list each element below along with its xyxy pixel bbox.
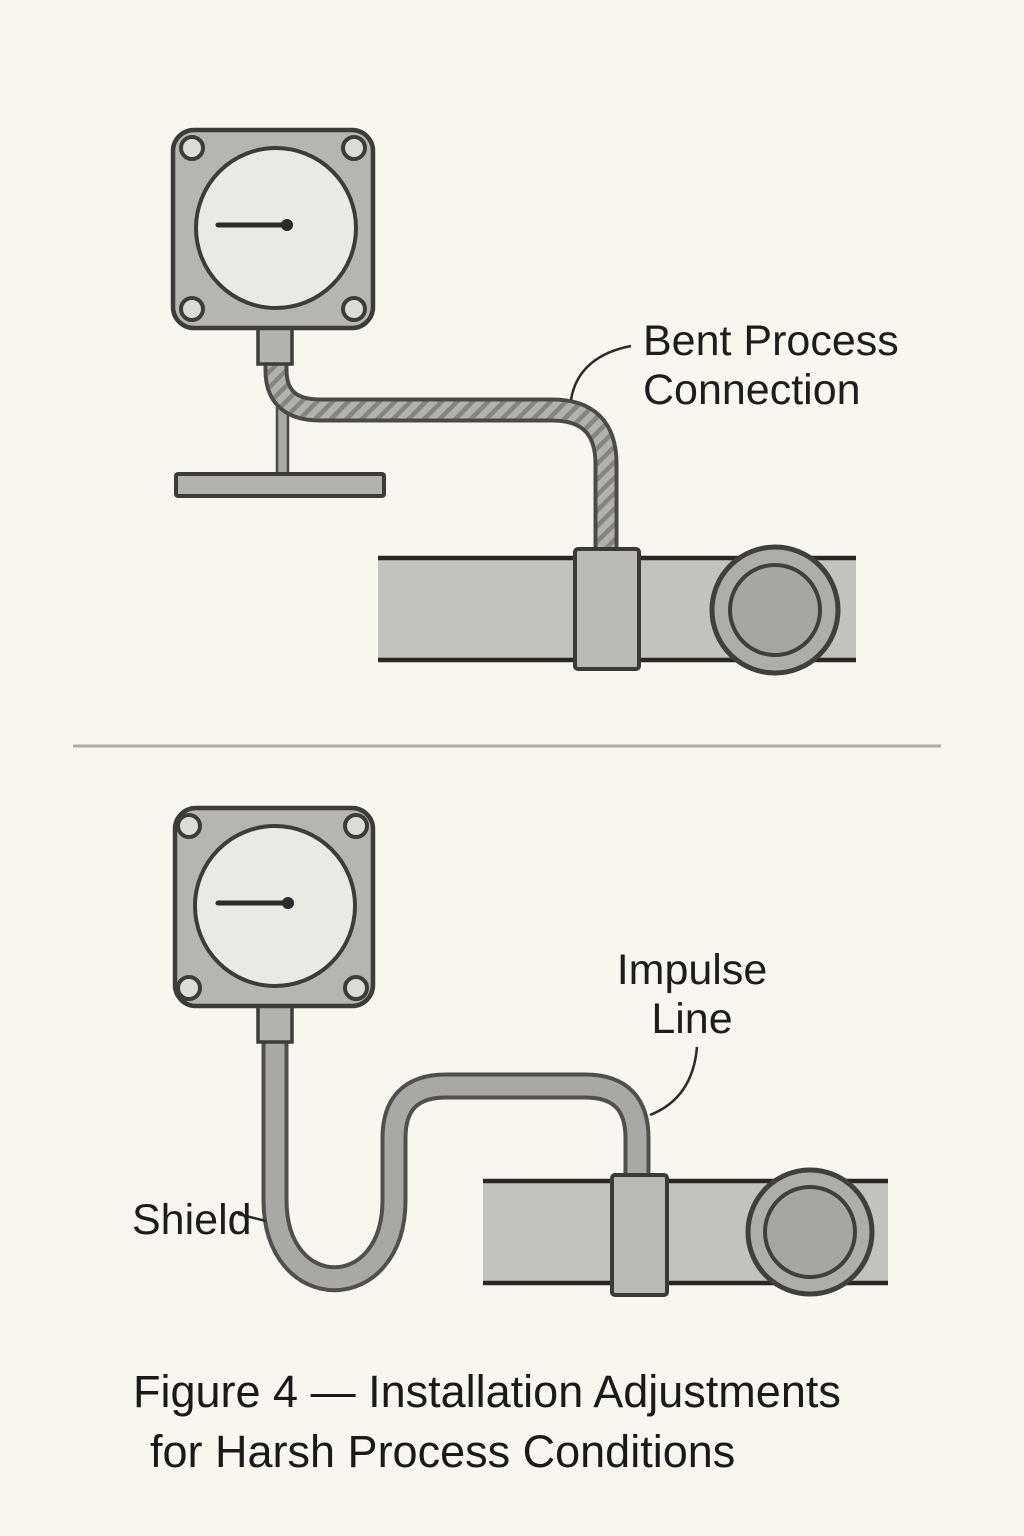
gauge-screw: [341, 296, 367, 322]
bent-process-connection-tube: [263, 362, 619, 556]
support-bracket: [174, 404, 386, 498]
top-installation-diagram: [170, 127, 856, 676]
gauge-stem: [256, 324, 294, 366]
gauge-needle-pivot: [281, 219, 293, 231]
leader-line-bent-process: [569, 344, 632, 401]
bottom-installation-diagram: [172, 805, 888, 1297]
leader-line-shield: [237, 1212, 267, 1223]
figure-caption: Figure 4 — Installation Adjustments for …: [133, 1362, 841, 1482]
gauge-dial: [194, 146, 358, 310]
gauge-screw: [176, 813, 202, 839]
pipe-flange-inner: [763, 1185, 857, 1279]
support-rod: [275, 404, 290, 480]
process-pipe-bottom: [483, 1167, 888, 1297]
gauge-screw: [343, 975, 369, 1001]
support-plate: [174, 472, 386, 498]
gauge-screw: [179, 135, 205, 161]
pressure-gauge-bottom: [172, 805, 376, 1044]
gauge-dial: [193, 824, 357, 988]
label-impulse-line: Impulse Line: [616, 946, 768, 1043]
leader-line-impulse: [649, 1046, 699, 1117]
figure-caption-line2: for Harsh Process Conditions: [150, 1426, 736, 1477]
pressure-gauge-top: [170, 127, 376, 366]
impulse-line-tube: [261, 1042, 651, 1293]
gauge-screw: [179, 296, 205, 322]
pipe-flange-inner: [728, 563, 822, 657]
gauge-screw: [176, 975, 202, 1001]
label-bent-process-connection: Bent Process Connection: [643, 317, 899, 414]
gauge-stem: [256, 1002, 294, 1044]
gauge-screw: [341, 135, 367, 161]
gauge-needle-pivot: [282, 897, 294, 909]
process-pipe-top: [378, 544, 856, 676]
pipe-fitting: [573, 547, 641, 671]
pipe-fitting: [610, 1173, 669, 1297]
label-shield: Shield: [132, 1196, 252, 1244]
gauge-screw: [343, 813, 369, 839]
figure-caption-line1: Figure 4 — Installation Adjustments: [133, 1366, 841, 1417]
